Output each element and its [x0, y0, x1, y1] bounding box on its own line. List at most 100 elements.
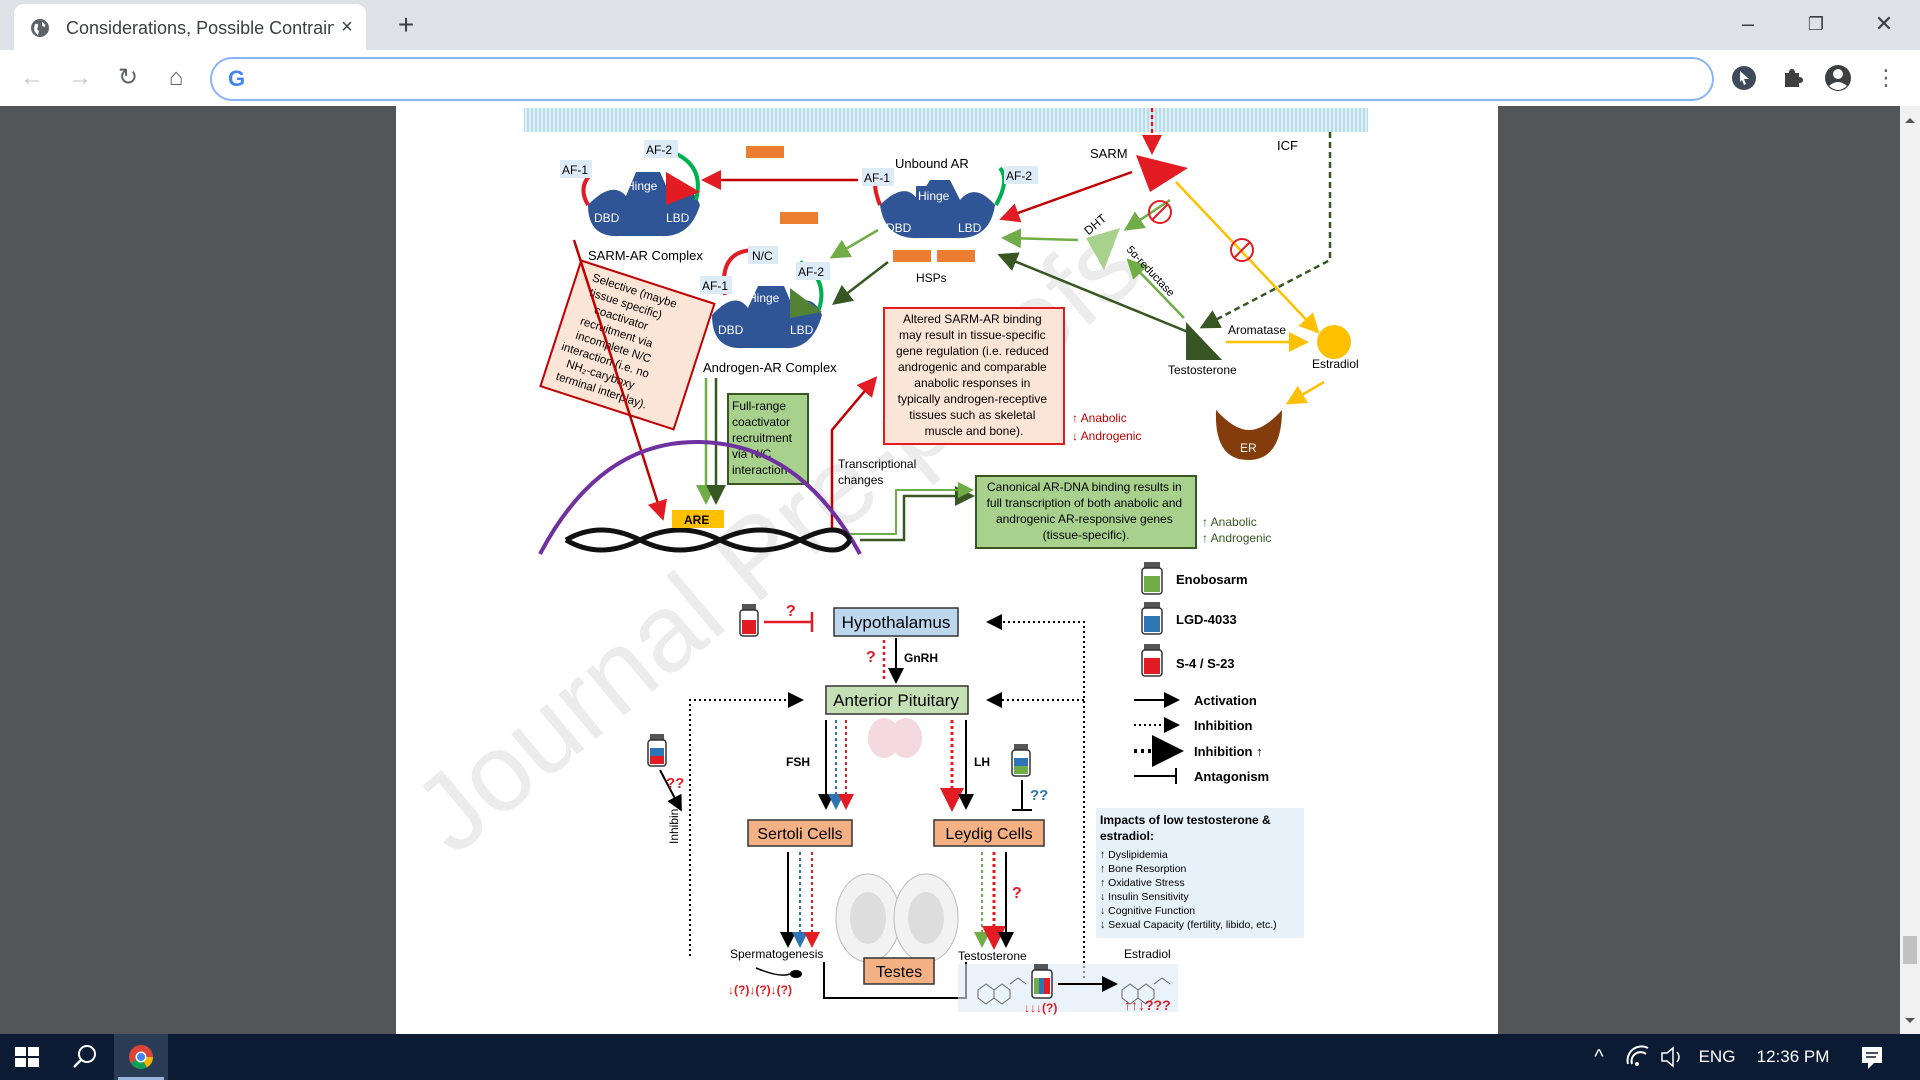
- hypothalamus-box: [833, 607, 959, 637]
- feedback-left: [689, 692, 804, 956]
- scroll-up-icon[interactable]: [1900, 110, 1920, 130]
- legend-s4: S-4 / S-23: [1176, 656, 1235, 671]
- vial-lgd: [1141, 602, 1163, 635]
- vial-mixed-lh: [1011, 744, 1031, 777]
- estr-effects: ↑↑↓???: [1124, 997, 1171, 1013]
- clock[interactable]: 12:36 PM: [1756, 1047, 1830, 1066]
- tab-active[interactable]: Considerations, Possible Contrain ×: [14, 4, 366, 50]
- address-bar[interactable]: G: [210, 57, 1714, 101]
- feedback-right: [986, 614, 1085, 978]
- language-indicator[interactable]: ENG: [1698, 1047, 1736, 1066]
- androgen-ar-lbd: LBD: [790, 323, 814, 337]
- scroll-down-icon[interactable]: [1900, 1010, 1920, 1030]
- sertoli-label: Sertoli Cells: [757, 826, 842, 843]
- arrow-unbound-to-ar-complex: [829, 228, 879, 259]
- back-button[interactable]: ←: [20, 64, 44, 91]
- leydig-label: Leydig Cells: [945, 826, 1032, 843]
- arrow-unbound-to-androgen: [832, 261, 889, 306]
- windows-start-icon[interactable]: [0, 1034, 54, 1080]
- cursor-extension-icon[interactable]: [1728, 62, 1760, 94]
- testosterone-bottom-label: Testosterone: [958, 949, 1027, 963]
- block-icon-1: [1148, 200, 1172, 224]
- testosterone-label: Testosterone: [1168, 363, 1237, 377]
- testosterone-structure: [977, 977, 1027, 1005]
- arrow-sarm-to-unbound: [999, 170, 1133, 223]
- leydig-question: ?: [1012, 885, 1022, 902]
- hypothalamus-label: Hypothalamus: [842, 613, 951, 632]
- volume-icon[interactable]: [1656, 1034, 1688, 1080]
- tab-close-button[interactable]: ×: [341, 16, 353, 38]
- arrow-dna-to-altered: [830, 376, 878, 530]
- androgen-ar-dbd: DBD: [718, 323, 744, 337]
- testosterone-triangle: [1186, 322, 1222, 360]
- sertoli-box: [747, 819, 853, 847]
- tray-chevron[interactable]: ^: [1594, 1046, 1604, 1068]
- legend-activation: Activation: [1194, 693, 1257, 708]
- unbound-lbd: LBD: [958, 221, 982, 235]
- close-window-button[interactable]: ✕: [1874, 11, 1894, 36]
- leydig-box: [933, 819, 1045, 847]
- testes-label: Testes: [876, 964, 922, 981]
- altered-text: Altered SARM-AR binding may result in ti…: [896, 312, 1052, 438]
- forward-button[interactable]: →: [68, 64, 92, 91]
- icf-dashed-path: [1199, 132, 1332, 329]
- minimize-button[interactable]: –: [1741, 11, 1755, 36]
- sarm-label: SARM: [1090, 146, 1128, 161]
- sarm-ar-hinge: Hinge: [626, 179, 658, 193]
- home-button[interactable]: ⌂: [168, 64, 184, 91]
- arrow-testosterone-to-unbound: [997, 252, 1189, 334]
- er-receptor: [1215, 410, 1282, 460]
- sarm-ar-complex-label: SARM-AR Complex: [588, 248, 703, 263]
- spermatogenesis-label: Spermatogenesis: [730, 947, 823, 961]
- legend-antagonism: Antagonism: [1194, 769, 1269, 784]
- search-icon[interactable]: [58, 1034, 112, 1080]
- nucleus-envelope: [538, 439, 862, 555]
- test-effects: ↓↓↓(?): [1024, 1001, 1057, 1015]
- pdf-viewer: Journal Pre-proofs ICF SARM Unbound AR H…: [0, 106, 1900, 1034]
- notifications-icon[interactable]: [1852, 1034, 1892, 1080]
- sarm-triangle: [1136, 155, 1188, 192]
- sarm-effect-anabolic: ↑ Anabolic: [1072, 411, 1127, 425]
- new-tab-button[interactable]: +: [397, 9, 415, 40]
- network-icon[interactable]: [1620, 1034, 1654, 1080]
- unbound-dbd: DBD: [886, 221, 912, 235]
- impacts-title: Impacts of low testosterone & estradiol:: [1100, 813, 1274, 843]
- aromatase-label: Aromatase: [1228, 323, 1286, 337]
- arrow-dna-to-canonical-2: [850, 482, 974, 535]
- puzzle-icon[interactable]: [1776, 62, 1808, 94]
- address-input[interactable]: [264, 65, 1668, 93]
- vertical-scrollbar[interactable]: [1900, 106, 1920, 1034]
- chrome-icon[interactable]: [114, 1034, 168, 1080]
- estradiol-circle: [1317, 325, 1351, 359]
- menu-button[interactable]: ⋮: [1875, 65, 1897, 90]
- legend-enobosarm: Enobosarm: [1176, 572, 1248, 587]
- estradiol-bottom-label: Estradiol: [1124, 947, 1171, 961]
- reload-button[interactable]: ↻: [117, 64, 139, 91]
- full-range-box: [727, 393, 809, 485]
- restore-button[interactable]: ❐: [1807, 14, 1825, 34]
- androgen-ar-hinge: Hinge: [748, 291, 780, 305]
- tab-strip: Considerations, Possible Contrain × + – …: [0, 0, 1920, 50]
- lh-label: LH: [974, 755, 990, 769]
- anterior-pituitary-label: Anterior Pituitary: [833, 691, 959, 710]
- browser-toolbar: ← → ↻ ⌂ G ⋮: [0, 50, 1920, 107]
- testes-box: [863, 957, 935, 985]
- androgen-ar-complex: N/C Hinge DBD LBD AF-1 AF-2 Androgen-AR …: [700, 246, 837, 375]
- account-icon[interactable]: [1822, 62, 1854, 94]
- taskbar: ^ ENG 12:36 PM: [0, 1034, 1920, 1080]
- sperm-effects: ↓(?)↓(?)↓(?): [728, 983, 792, 997]
- gnrh-label: GnRH: [904, 651, 938, 665]
- sarm-effect-androgenic: ↓ Androgenic: [1072, 429, 1141, 443]
- sarm-ar-complex: Hinge DBD LBD AF-1 AF-2 SARM-AR Complex: [560, 140, 703, 263]
- google-icon: G: [228, 66, 246, 91]
- unbound-af1: AF-1: [864, 171, 890, 185]
- vial-s4: [1141, 644, 1163, 677]
- unbound-hinge: Hinge: [918, 189, 950, 203]
- unbound-ar-label: Unbound AR: [895, 156, 969, 171]
- androgen-ar-complex-label: Androgen-AR Complex: [703, 360, 837, 375]
- inhibin-arrow: [659, 769, 682, 812]
- scrollbar-thumb[interactable]: [1903, 936, 1917, 964]
- er-label: ER: [1240, 441, 1257, 455]
- canonical-box: [975, 475, 1197, 549]
